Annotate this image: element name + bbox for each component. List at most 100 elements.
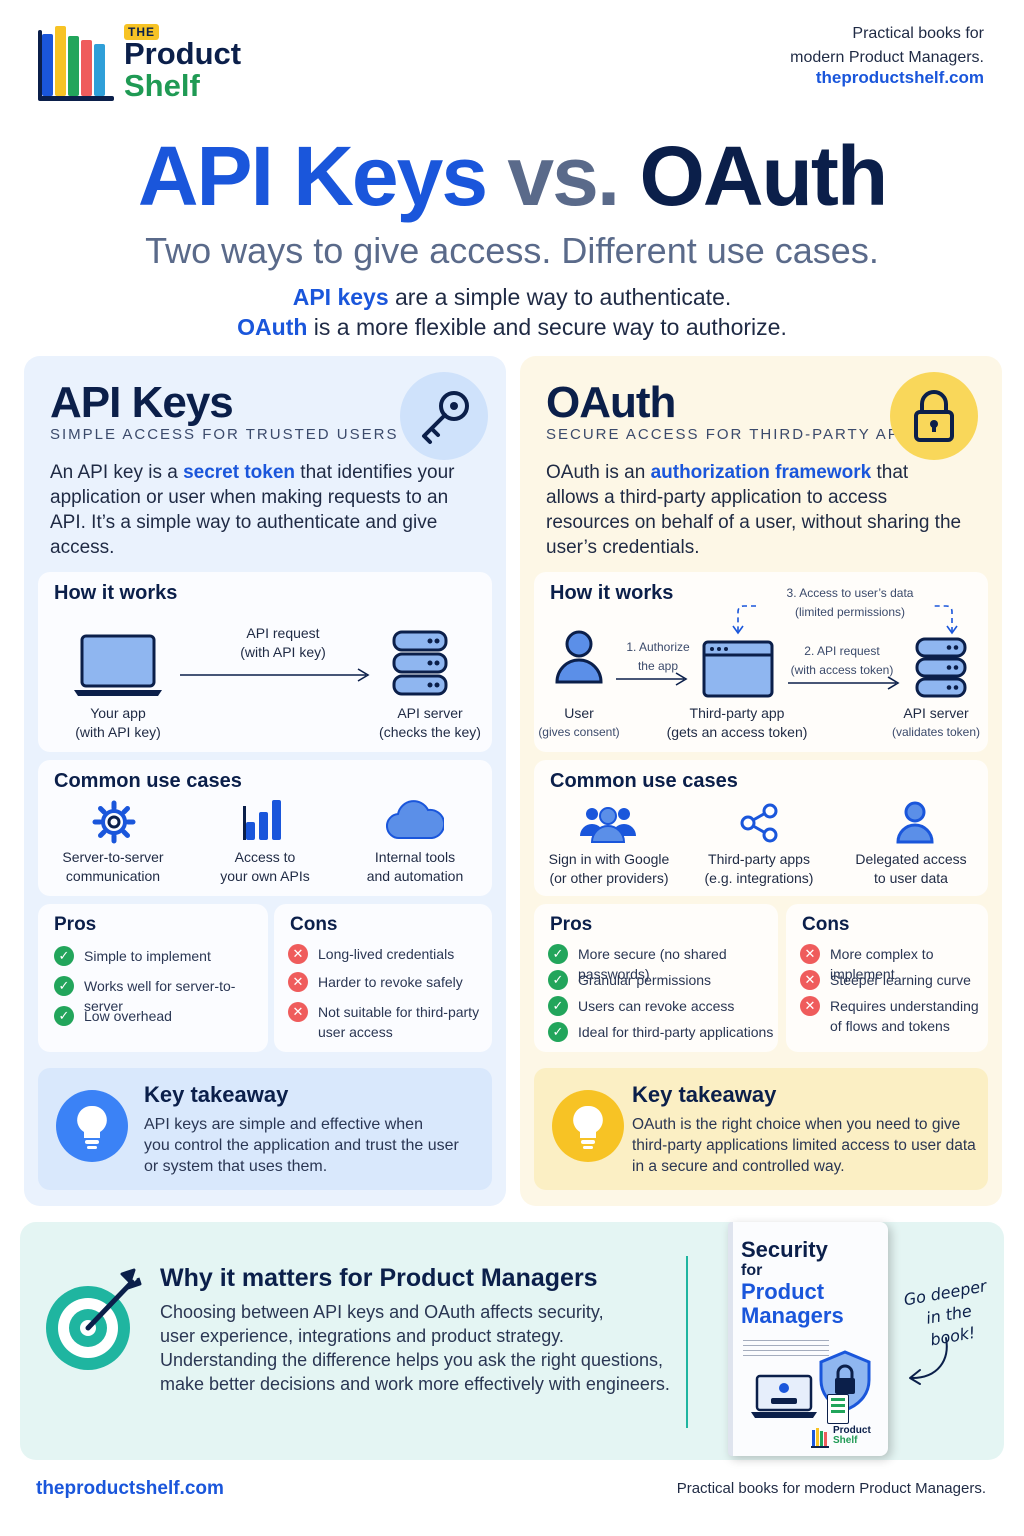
- lightbulb-icon-circle: [56, 1090, 128, 1162]
- divider: [686, 1256, 688, 1428]
- book-title-line3: Product: [741, 1279, 825, 1304]
- api-panel-subtitle: SIMPLE ACCESS FOR TRUSTED USERS: [50, 426, 399, 443]
- intro-text-1: are a simple way to authenticate.: [388, 284, 732, 310]
- user-icon: [896, 801, 934, 844]
- api-pro-item: ✓Low overhead: [54, 1006, 172, 1026]
- oauth-pro-text: Ideal for third-party applications: [578, 1024, 774, 1040]
- api-desc-highlight: secret token: [183, 462, 296, 483]
- oauth-pro-text: Granular permissions: [578, 972, 712, 988]
- oauth-use-cases-card: Common use cases Sign in with Google (or…: [534, 760, 988, 896]
- cloud-icon: [386, 800, 444, 840]
- oauth-con-text: of flows and tokens: [830, 1018, 950, 1034]
- oauth-pro-text: More secure (no shared passwords): [578, 946, 727, 982]
- oauth-takeaway-line: third-party applications limited access …: [632, 1137, 976, 1154]
- check-icon: ✓: [54, 946, 74, 966]
- your-app-title: Your app: [90, 705, 146, 721]
- step3-line2: (limited permissions): [794, 605, 906, 619]
- why-text: Choosing between API keys and OAuth affe…: [160, 1300, 680, 1396]
- user-icon: [555, 630, 603, 684]
- gear-icon: [92, 800, 136, 844]
- checklist-icon: [827, 1394, 849, 1424]
- bookshelf-icon: [38, 26, 114, 101]
- header-tagline-line1: Practical books for: [852, 25, 984, 42]
- oauth-takeaway-text: OAuth is the right choice when you need …: [632, 1114, 976, 1177]
- api-request-line2: (with API key): [240, 644, 326, 660]
- server-icon: [915, 637, 967, 698]
- intro-highlight-oauth: OAuth: [237, 314, 308, 340]
- api-desc-pre: An API key is a: [50, 462, 184, 483]
- oauth-con-item: ✕More complex to implement: [800, 944, 988, 984]
- api-takeaway-line: or system that uses them.: [144, 1158, 328, 1175]
- oauth-takeaway-title: Key takeaway: [632, 1082, 777, 1107]
- laptop-icon: [74, 634, 162, 696]
- your-app-label: Your app (with API key): [38, 704, 198, 742]
- oauth-pro-item: ✓ More secure (no shared passwords): [548, 944, 778, 984]
- book-publisher-logo: Product Shelf: [811, 1424, 885, 1450]
- api-how-it-works-card: How it works Your app (with API key) API…: [38, 572, 492, 752]
- api-con-text: user access: [318, 1024, 393, 1040]
- intro-line-1: API keys are a simple way to authenticat…: [0, 284, 1024, 311]
- use-case-own-apis-l1: Access to: [234, 849, 296, 865]
- intro-text-2: is a more flexible and secure way to aut…: [307, 314, 787, 340]
- step3-line1: 3. Access to user’s data: [786, 586, 914, 600]
- header-url-link[interactable]: theproductshelf.com: [815, 68, 984, 87]
- api-request-label: API request (with API key): [198, 624, 368, 662]
- x-icon: ✕: [288, 944, 308, 964]
- oauth-pro-text: Users can revoke access: [578, 998, 735, 1014]
- use-case-server: Server-to-server communication: [38, 848, 188, 886]
- oauth-how-title: How it works: [550, 582, 674, 604]
- use-case-server-l1: Server-to-server: [62, 849, 164, 865]
- intro-line-2: OAuth is a more flexible and secure way …: [0, 314, 1024, 341]
- oauth-panel-subtitle: SECURE ACCESS FOR THIRD-PARTY APPS: [546, 426, 924, 443]
- oauth-cons-card: Cons ✕More complex to implement ✕Steeper…: [786, 904, 988, 1052]
- share-icon: [740, 803, 778, 843]
- api-con-text: Harder to revoke safely: [318, 974, 463, 990]
- key-icon: [422, 391, 469, 444]
- api-request-line1: API request: [246, 625, 320, 641]
- oauth-takeaway-line: in a secure and controlled way.: [632, 1158, 845, 1175]
- logo-shelf-text: Shelf: [124, 68, 200, 103]
- book-logo-line2: Shelf: [833, 1435, 858, 1446]
- book-cover[interactable]: Security for Product Managers: [728, 1222, 888, 1456]
- api-pro-text: Simple to implement: [84, 948, 211, 964]
- page-subtitle: Two ways to give access. Different use c…: [145, 230, 879, 271]
- api-takeaway-card: Key takeaway API keys are simple and eff…: [38, 1068, 492, 1190]
- user-title: User: [564, 705, 594, 721]
- oauth-description: OAuth is an authorization framework that…: [546, 460, 966, 560]
- bookshelf-icon: [811, 1428, 829, 1448]
- bar-chart-icon: [243, 800, 281, 840]
- use-case-delegated: Delegated access to user data: [836, 850, 986, 888]
- lock-icon-circle: [890, 372, 978, 460]
- book-title: Security for Product Managers: [741, 1238, 844, 1328]
- arrow-right-icon: [180, 668, 370, 682]
- check-icon: ✓: [548, 944, 568, 964]
- api-desc-post: that identifies your application or user…: [50, 462, 455, 558]
- api-cons-title: Cons: [290, 914, 338, 935]
- step1-label: 1. Authorize the app: [610, 638, 706, 676]
- api-pros-title: Pros: [54, 914, 97, 935]
- oauth-pros-card: Pros ✓More secure (no shared passwords) …: [534, 904, 778, 1052]
- title-vs: vs.: [507, 129, 620, 223]
- why-line: Understanding the difference helps you a…: [160, 1350, 663, 1370]
- check-icon: ✓: [548, 970, 568, 990]
- header-tagline-line2: modern Product Managers.: [790, 49, 984, 66]
- oauth-desc-pre: OAuth is an: [546, 462, 651, 483]
- curved-arrow-icon: [909, 1337, 948, 1385]
- user-sub: (gives consent): [538, 725, 620, 739]
- api-takeaway-line: you control the application and trust th…: [144, 1137, 459, 1154]
- use-case-integrations-l2: (e.g. integrations): [704, 870, 814, 886]
- oauth-desc-highlight: authorization framework: [650, 462, 872, 483]
- api-description: An API key is a secret token that identi…: [50, 460, 470, 560]
- oauth-con-item: ✕Steeper learning curve: [800, 970, 971, 990]
- footer-url-link[interactable]: theproductshelf.com: [36, 1478, 224, 1499]
- laptop-icon: [751, 1374, 817, 1418]
- step2-line1: 2. API request: [804, 644, 880, 658]
- title-oauth: OAuth: [639, 129, 889, 223]
- oauth-server-label: API server (validates token): [884, 704, 988, 742]
- step2-label: 2. API request (with access token): [782, 642, 902, 680]
- return-arrow-icon: [732, 605, 958, 635]
- use-case-google-l2: (or other providers): [549, 870, 669, 886]
- api-use-cases-card: Common use cases Server-to-server commun…: [38, 760, 492, 896]
- title-api-keys: API Keys: [137, 129, 488, 223]
